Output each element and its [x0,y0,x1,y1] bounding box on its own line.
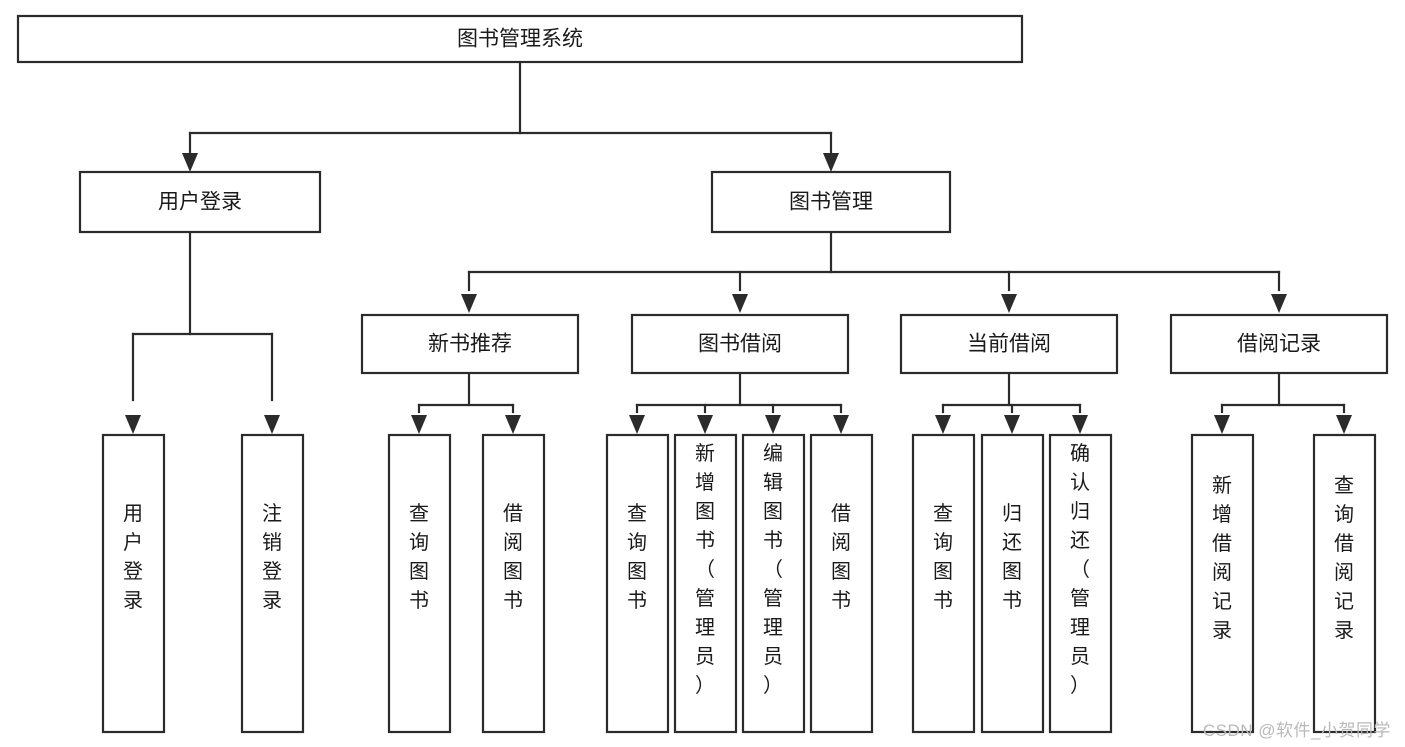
leaf-label: 确认归还（管理员） [1070,442,1090,697]
leaf-label: 查询图书 [627,502,647,612]
arrow-to-leaf-edit-book [765,415,781,434]
node-new-book-recommend-label: 新书推荐 [428,333,512,356]
leaf-box[interactable] [605,433,670,734]
arrow-to-leaf-query-book-2 [629,415,645,434]
leaf-label: 用户登录 [123,503,143,612]
arrow-to-leaf-add-record [1214,415,1230,434]
leaf-box[interactable] [387,433,452,734]
leaf-box[interactable] [741,433,806,734]
leaf-label: 查询图书 [409,502,429,612]
arrow-to-current-borrow [1001,294,1017,313]
arrow-to-book-borrow [732,294,748,313]
node-book-borrow[interactable]: 图书借阅 [630,313,850,375]
node-user-login-box[interactable] [78,170,322,234]
node-root-label: 图书管理系统 [457,28,583,51]
arrow-to-leaf-borrow-book-1 [505,415,521,434]
node-book-manage-label: 图书管理 [789,191,873,214]
arrow-to-leaf-query-book-1 [411,415,427,434]
arrow-to-leaf-query-book-3 [935,415,951,434]
connector-group-new-book-recommend [411,371,521,434]
node-book-manage-box[interactable] [710,170,952,234]
leaf-box[interactable] [980,433,1045,734]
arrow-to-leaf-borrow-book-2 [833,415,849,434]
arrow-to-leaf-user-login [125,415,141,434]
node-borrow-record-label: 借阅记录 [1237,333,1321,356]
leaf-box[interactable] [1048,433,1113,734]
connector-group-book-manage [461,230,1287,313]
arrow-to-user-login [182,153,198,172]
leaf-label: 新增图书（管理员） [695,442,715,697]
arrow-to-borrow-record [1271,294,1287,313]
arrow-to-leaf-logout-login [264,415,280,434]
arrow-to-leaf-confirm-return [1072,415,1088,434]
node-leaf-borrow-book-1[interactable]: 借阅图书 [481,433,546,734]
leaf-label: 归还图书 [1002,502,1022,612]
node-user-login[interactable]: 用户登录 [78,170,322,234]
leaf-box[interactable] [911,433,976,734]
node-leaf-borrow-book-2[interactable]: 借阅图书 [809,433,874,734]
node-leaf-query-record[interactable]: 查询借阅记录 [1312,433,1377,734]
leaf-box[interactable] [240,433,305,734]
connector-group-current-borrow [935,371,1088,434]
csdn-watermark: CSDN @软件_小贺同学 [1202,721,1391,740]
node-current-borrow[interactable]: 当前借阅 [899,313,1119,375]
leaf-label: 借阅图书 [503,502,523,612]
arrow-to-leaf-add-book [697,415,713,434]
leaf-label: 查询图书 [933,502,953,612]
leaf-box[interactable] [809,433,874,734]
node-leaf-add-book[interactable]: 新增图书（管理员） [673,433,738,734]
node-book-manage[interactable]: 图书管理 [710,170,952,234]
leaf-label: 借阅图书 [831,502,851,612]
connector-group-borrow-record [1214,371,1352,434]
leaf-label: 查询借阅记录 [1334,474,1354,642]
node-new-book-recommend[interactable]: 新书推荐 [360,313,580,375]
leaf-label: 新增借阅记录 [1212,474,1232,642]
node-borrow-record-box[interactable] [1169,313,1389,375]
leaf-box[interactable] [1190,433,1255,734]
node-root-system[interactable]: 图书管理系统 [16,14,1024,64]
arrow-to-new-book-recommend [461,294,477,313]
leaf-label: 编辑图书（管理员） [763,442,783,697]
leaf-box[interactable] [481,433,546,734]
leaf-box[interactable] [1312,433,1377,734]
arrow-to-book-manage [823,153,839,172]
node-borrow-record[interactable]: 借阅记录 [1169,313,1389,375]
node-leaf-query-book-3[interactable]: 查询图书 [911,433,976,734]
leaf-box[interactable] [101,433,166,734]
connector-group-book-borrow [629,371,849,434]
node-current-borrow-box[interactable] [899,313,1119,375]
connector-group-user-login [125,230,280,434]
arrow-to-leaf-return-book [1004,415,1020,434]
node-new-book-recommend-box[interactable] [360,313,580,375]
node-leaf-return-book[interactable]: 归还图书 [980,433,1045,734]
node-leaf-query-book-2[interactable]: 查询图书 [605,433,670,734]
arrow-to-leaf-query-record [1336,415,1352,434]
node-leaf-edit-book[interactable]: 编辑图书（管理员） [741,433,806,734]
connector-group-root [182,60,839,172]
node-leaf-user-login[interactable]: 用户登录 [101,433,166,734]
node-root-box[interactable] [16,14,1024,64]
node-leaf-add-record[interactable]: 新增借阅记录 [1190,433,1255,734]
node-book-borrow-box[interactable] [630,313,850,375]
leaf-box[interactable] [673,433,738,734]
node-leaf-logout-login[interactable]: 注销登录 [240,433,305,734]
node-current-borrow-label: 当前借阅 [967,333,1051,356]
node-book-borrow-label: 图书借阅 [698,333,782,356]
leaf-label: 注销登录 [262,502,282,612]
node-leaf-query-book-1[interactable]: 查询图书 [387,433,452,734]
node-user-login-label: 用户登录 [158,191,242,214]
node-leaf-confirm-return[interactable]: 确认归还（管理员） [1048,433,1113,734]
